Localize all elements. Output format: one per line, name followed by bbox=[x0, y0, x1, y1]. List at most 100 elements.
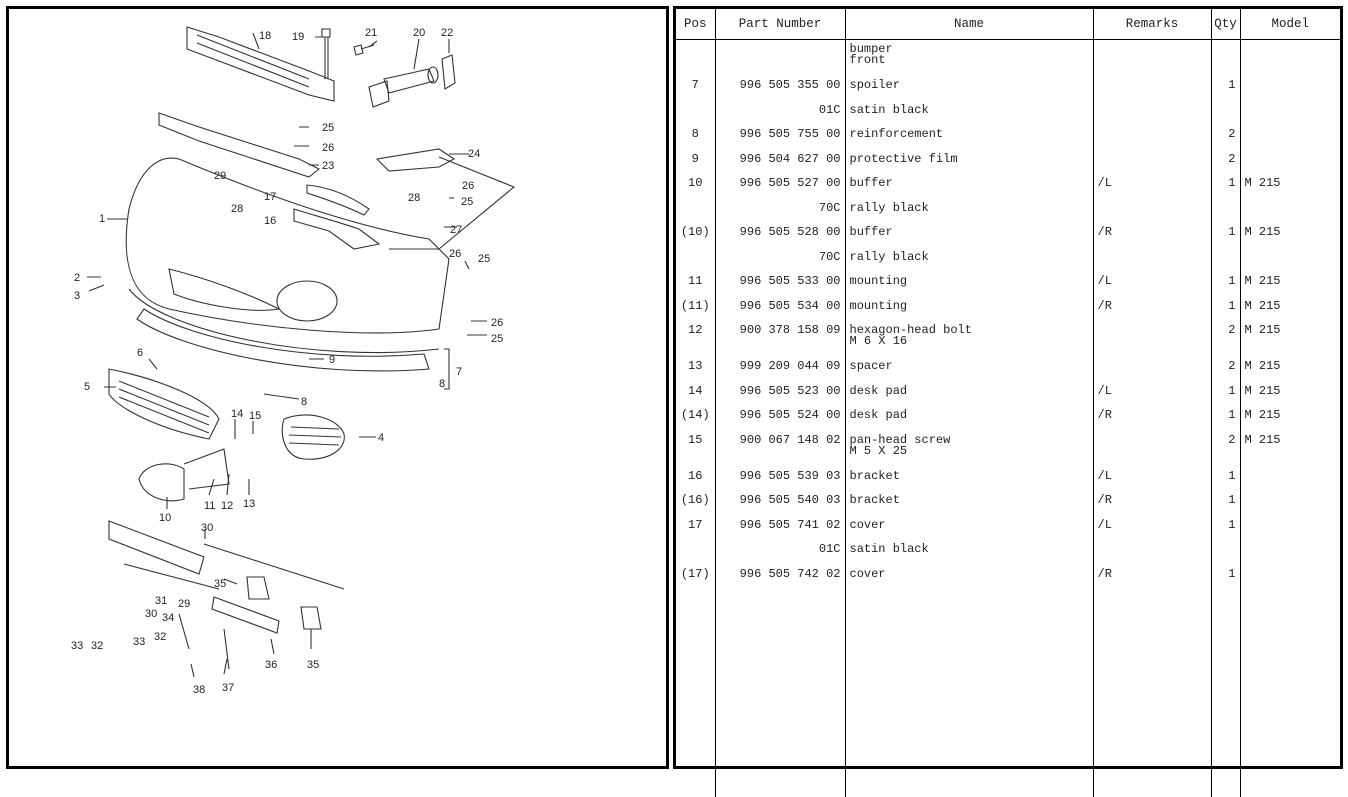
cell-pos: (14) bbox=[676, 406, 715, 431]
cell-remarks bbox=[1093, 76, 1211, 101]
cell-model bbox=[1240, 199, 1340, 224]
cell-qty: 1 bbox=[1211, 516, 1240, 541]
cell-part-number bbox=[715, 40, 845, 77]
cell-remarks bbox=[1093, 150, 1211, 175]
cell-qty: 2 bbox=[1211, 150, 1240, 175]
cell-remarks bbox=[1093, 199, 1211, 224]
header-qty: Qty bbox=[1211, 9, 1240, 40]
cell-name: spoiler bbox=[845, 76, 1093, 101]
callout-label: 30 bbox=[201, 522, 213, 534]
cell-pos: (11) bbox=[676, 297, 715, 322]
cell-part-number: 01C bbox=[715, 540, 845, 565]
cell-pos bbox=[676, 199, 715, 224]
header-pos: Pos bbox=[676, 9, 715, 40]
cell-pos: 17 bbox=[676, 516, 715, 541]
callout-label: 34 bbox=[162, 612, 174, 624]
callout-label: 25 bbox=[322, 122, 334, 134]
cell-name: rally black bbox=[845, 248, 1093, 273]
cell-name: buffer bbox=[845, 223, 1093, 248]
cell-pos: 10 bbox=[676, 174, 715, 199]
cell-qty: 2 bbox=[1211, 321, 1240, 357]
cell-model bbox=[1240, 125, 1340, 150]
callout-label: 35 bbox=[214, 578, 226, 590]
cell-model bbox=[1240, 150, 1340, 175]
cell-model bbox=[1240, 101, 1340, 126]
cell-qty: 1 bbox=[1211, 76, 1240, 101]
cell-pos bbox=[676, 540, 715, 565]
cell-qty: 2 bbox=[1211, 357, 1240, 382]
cell-qty: 1 bbox=[1211, 467, 1240, 492]
cell-pos: 15 bbox=[676, 431, 715, 467]
callout-label: 29 bbox=[178, 598, 190, 610]
cell-part-number: 996 505 742 02 bbox=[715, 565, 845, 590]
callout-label: 29 bbox=[214, 170, 226, 182]
callout-label: 26 bbox=[322, 142, 334, 154]
cell-remarks: /R bbox=[1093, 491, 1211, 516]
callout-label: 8 bbox=[439, 378, 445, 390]
callout-label: 5 bbox=[84, 381, 90, 393]
cell-qty: 2 bbox=[1211, 125, 1240, 150]
cell-model bbox=[1240, 40, 1340, 77]
cell-qty: 1 bbox=[1211, 406, 1240, 431]
cell-part-number: 996 504 627 00 bbox=[715, 150, 845, 175]
callout-label: 15 bbox=[249, 410, 261, 422]
cell-pos: (10) bbox=[676, 223, 715, 248]
cell-part-number: 996 505 524 00 bbox=[715, 406, 845, 431]
cell-model bbox=[1240, 76, 1340, 101]
callout-label: 1 bbox=[99, 213, 105, 225]
cell-name: mounting bbox=[845, 297, 1093, 322]
cell-part-number: 900 378 158 09 bbox=[715, 321, 845, 357]
callout-label: 32 bbox=[154, 631, 166, 643]
cell-qty: 1 bbox=[1211, 223, 1240, 248]
cell-name: bumper front bbox=[845, 40, 1093, 77]
cell-remarks bbox=[1093, 357, 1211, 382]
cell-name: reinforcement bbox=[845, 125, 1093, 150]
callout-label: 25 bbox=[461, 196, 473, 208]
cell-model: M 215 bbox=[1240, 406, 1340, 431]
cell-part-number: 996 505 540 03 bbox=[715, 491, 845, 516]
cell-qty bbox=[1211, 540, 1240, 565]
cell-part-number: 996 505 528 00 bbox=[715, 223, 845, 248]
header-part-number: Part Number bbox=[715, 9, 845, 40]
cell-remarks: /R bbox=[1093, 223, 1211, 248]
cell-remarks: /R bbox=[1093, 297, 1211, 322]
cell-model bbox=[1240, 540, 1340, 565]
cell-pos: 8 bbox=[676, 125, 715, 150]
cell-remarks bbox=[1093, 125, 1211, 150]
table-row[interactable]: bumper front bbox=[676, 40, 1340, 77]
cell-pos: 16 bbox=[676, 467, 715, 492]
callout-label: 11 bbox=[204, 500, 215, 512]
callout-label: 28 bbox=[408, 192, 420, 204]
cell-remarks: /R bbox=[1093, 406, 1211, 431]
cell-pos bbox=[676, 40, 715, 77]
callout-label: 25 bbox=[478, 253, 490, 265]
callout-label: 19 bbox=[292, 31, 304, 43]
cell-name: desk pad bbox=[845, 382, 1093, 407]
cell-part-number: 70C bbox=[715, 248, 845, 273]
callout-label: 21 bbox=[365, 27, 377, 39]
callout-label: 25 bbox=[491, 333, 503, 345]
cell-model: M 215 bbox=[1240, 357, 1340, 382]
cell-name: hexagon-head bolt M 6 X 16 bbox=[845, 321, 1093, 357]
cell-name: satin black bbox=[845, 540, 1093, 565]
